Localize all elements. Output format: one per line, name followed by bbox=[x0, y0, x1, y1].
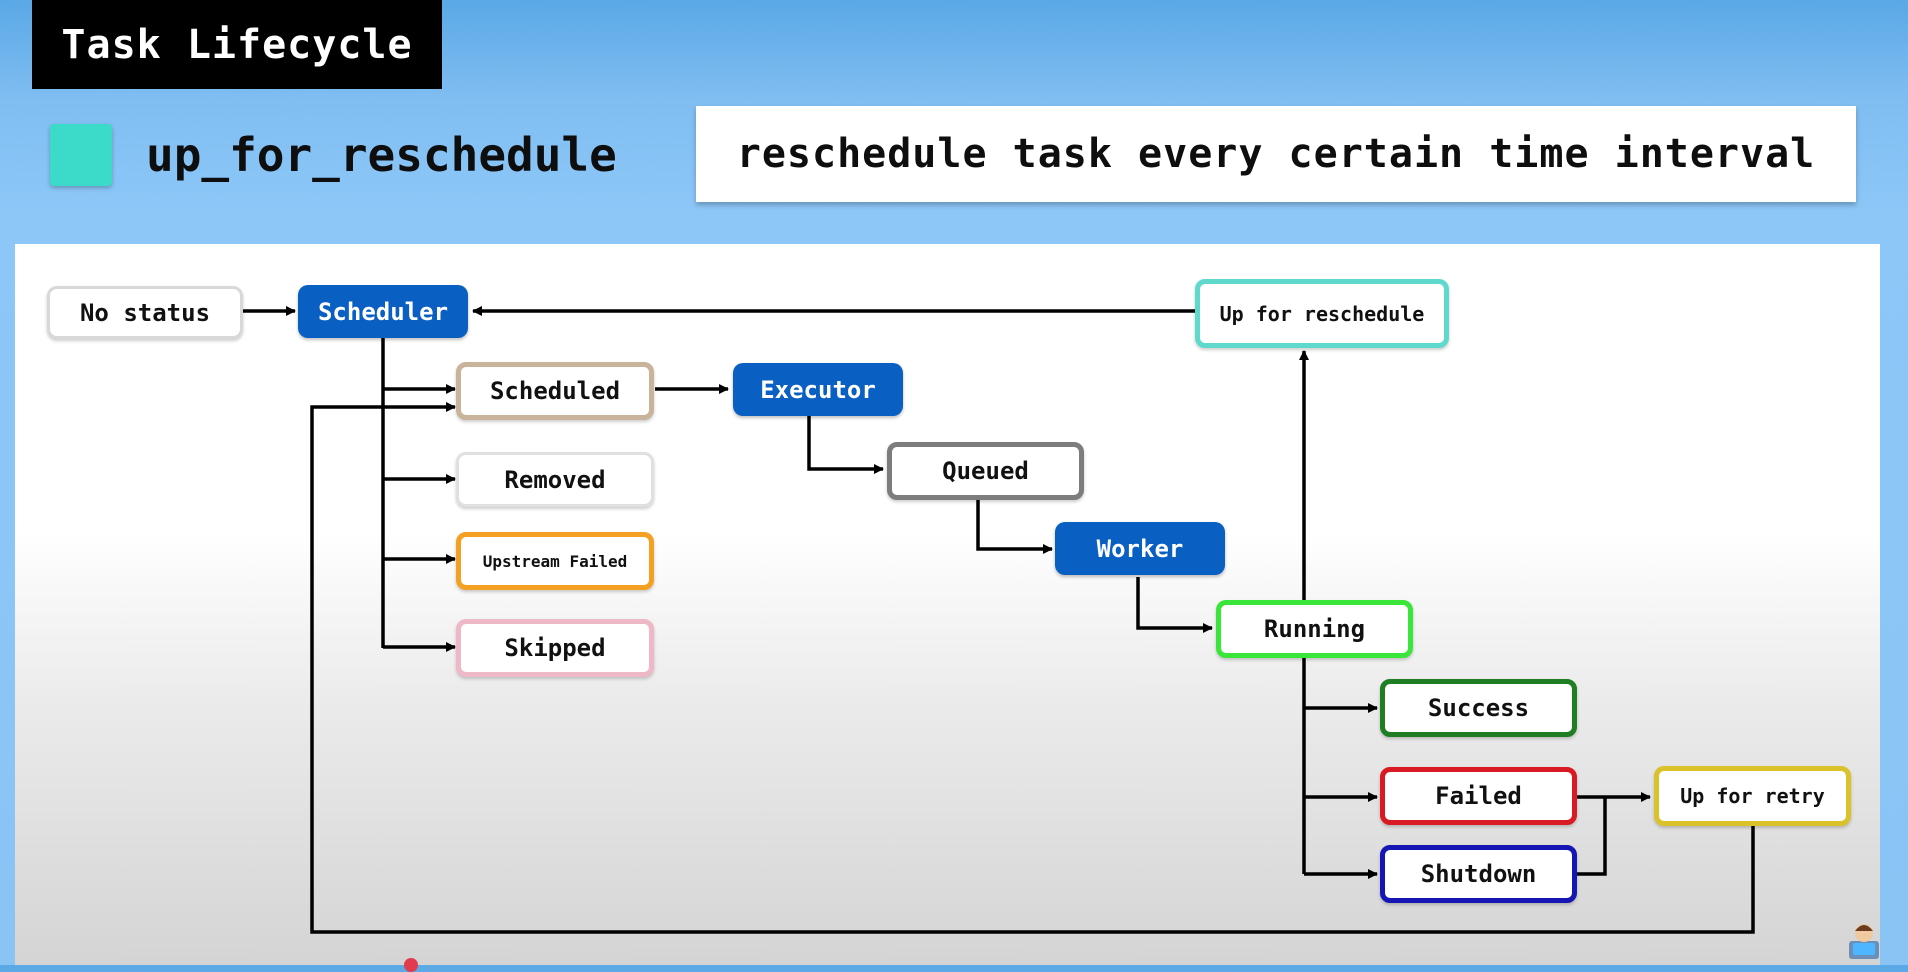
node-skipped: Skipped bbox=[456, 619, 654, 677]
state-description: reschedule task every certain time inter… bbox=[696, 106, 1856, 202]
presenter-avatar-icon bbox=[1849, 924, 1879, 959]
node-upstream-failed: Upstream Failed bbox=[456, 532, 654, 590]
edge-worker-running bbox=[1136, 577, 1213, 633]
node-executor: Executor bbox=[733, 363, 903, 416]
cursor-dot bbox=[404, 958, 418, 972]
node-scheduled: Scheduled bbox=[456, 362, 654, 420]
node-up-for-retry: Up for retry bbox=[1654, 766, 1851, 826]
node-queued: Queued bbox=[887, 442, 1084, 500]
edge-executor-queued bbox=[807, 413, 884, 474]
node-removed: Removed bbox=[456, 452, 654, 507]
node-no-status: No status bbox=[47, 286, 243, 339]
node-success: Success bbox=[1380, 679, 1577, 737]
node-running: Running bbox=[1216, 600, 1413, 658]
slide-title: Task Lifecycle bbox=[32, 0, 442, 89]
edge-queued-worker bbox=[976, 497, 1053, 554]
lifecycle-diagram-panel: No status Scheduler Scheduled Removed Up… bbox=[15, 244, 1880, 965]
node-shutdown: Shutdown bbox=[1380, 845, 1577, 903]
node-failed: Failed bbox=[1380, 767, 1577, 825]
node-up-for-reschedule: Up for reschedule bbox=[1195, 279, 1449, 348]
state-name: up_for_reschedule bbox=[146, 128, 617, 182]
state-color-swatch bbox=[50, 124, 112, 186]
connector-lines bbox=[243, 306, 1755, 934]
node-scheduler: Scheduler bbox=[298, 285, 468, 338]
node-worker: Worker bbox=[1055, 522, 1225, 575]
edge-shutdown-retry-join bbox=[1576, 797, 1607, 876]
edge-retry-scheduled bbox=[310, 402, 1755, 934]
